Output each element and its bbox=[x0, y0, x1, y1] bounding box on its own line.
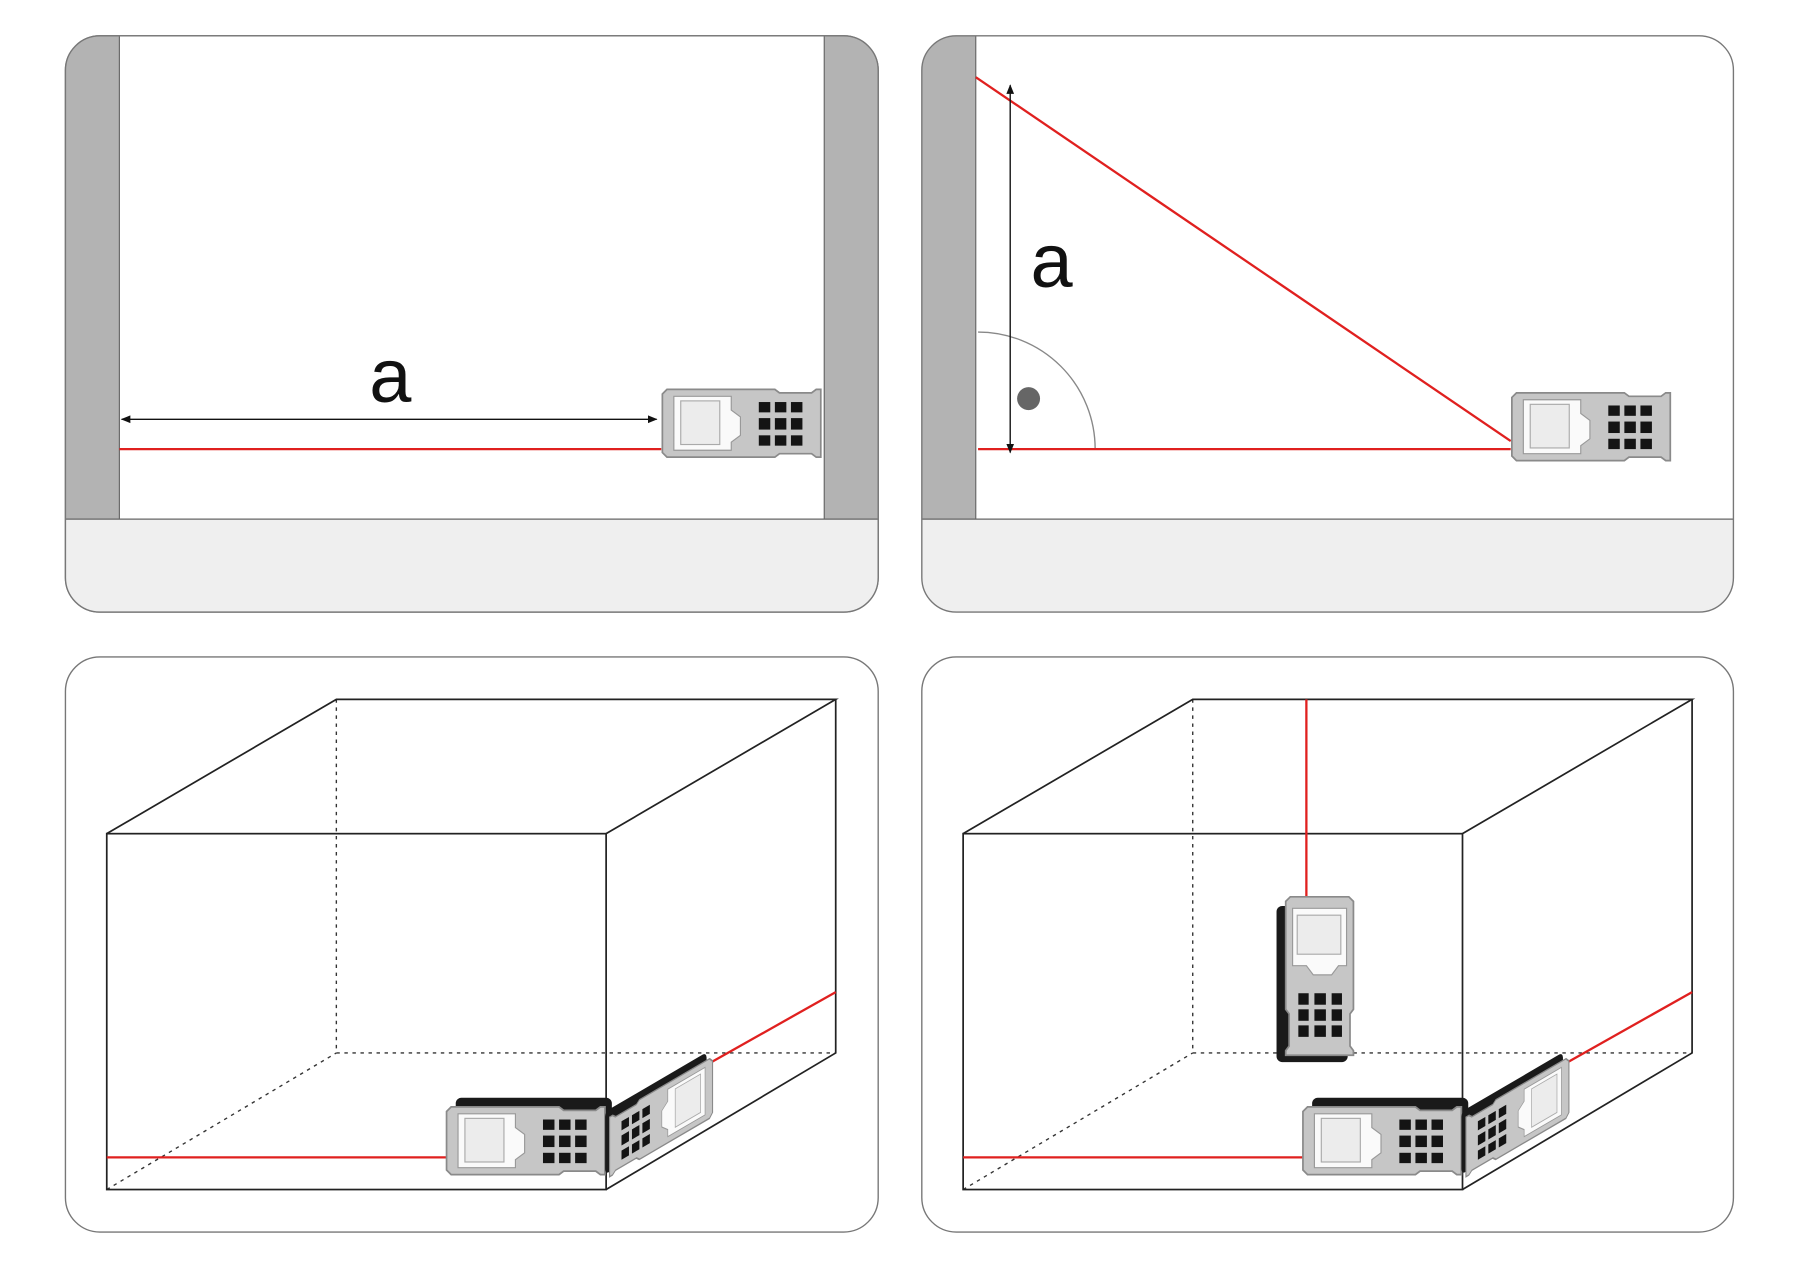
panel-height: a bbox=[921, 35, 1735, 613]
right-angle-dot bbox=[1017, 387, 1041, 411]
panel-area bbox=[64, 656, 879, 1233]
laser-meter-device bbox=[661, 388, 822, 459]
laser-beam-diagonal bbox=[975, 76, 1512, 443]
hidden-edges bbox=[962, 699, 1693, 1191]
right-angle-arc bbox=[978, 331, 1096, 450]
laser-meter-device-vertical bbox=[1277, 897, 1354, 1062]
left-wall bbox=[65, 35, 120, 520]
right-wall bbox=[824, 35, 879, 520]
hidden-edges bbox=[106, 699, 836, 1191]
height-label: a bbox=[1030, 219, 1073, 304]
room-box bbox=[105, 698, 839, 1191]
laser-beam-width bbox=[1565, 991, 1693, 1065]
laser-meter-device bbox=[1303, 1098, 1468, 1175]
floor bbox=[921, 519, 1734, 613]
left-wall bbox=[921, 35, 976, 520]
panel-volume bbox=[921, 656, 1735, 1233]
laser-beam-width bbox=[708, 991, 837, 1065]
floor bbox=[65, 519, 879, 613]
panel-distance: a bbox=[64, 35, 879, 613]
laser-meter-device bbox=[447, 1098, 612, 1175]
laser-meter-device bbox=[1511, 391, 1672, 462]
room-box bbox=[962, 698, 1696, 1191]
distance-label: a bbox=[369, 334, 412, 419]
